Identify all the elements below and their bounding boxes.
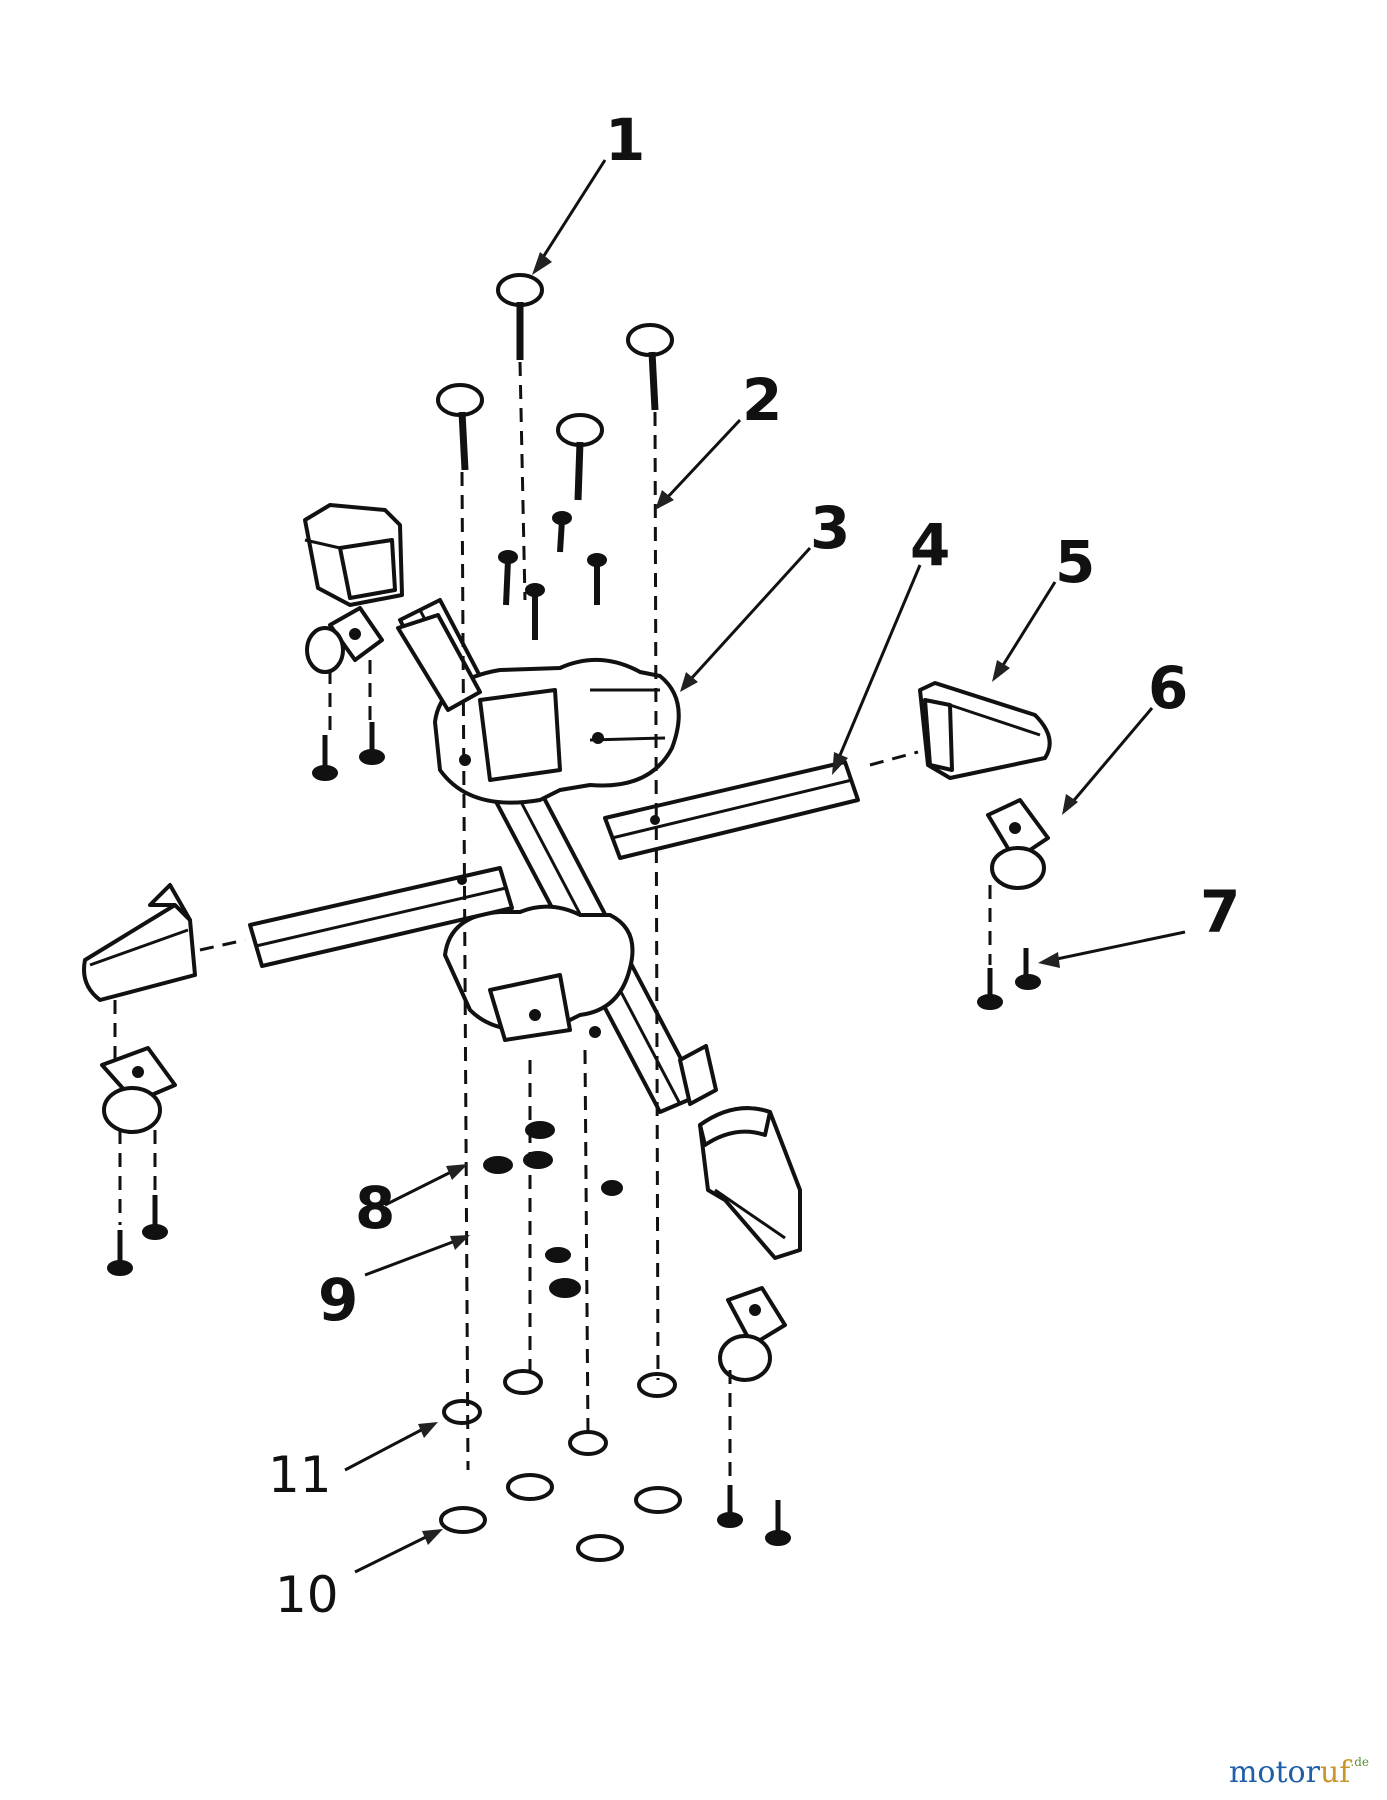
leg-cap-front bbox=[698, 1106, 802, 1260]
callout-7: 7 bbox=[1200, 878, 1240, 946]
leader-lines bbox=[344, 159, 1186, 1574]
callout-1: 1 bbox=[605, 106, 645, 174]
callout-3: 3 bbox=[810, 494, 850, 562]
long-screws bbox=[436, 273, 674, 501]
callout-10: 10 bbox=[275, 1566, 339, 1624]
leg-cap-right bbox=[918, 681, 1052, 780]
assembly-axes bbox=[113, 361, 992, 1480]
short-screws bbox=[498, 511, 607, 640]
callout-9: 9 bbox=[318, 1266, 358, 1334]
callout-4: 4 bbox=[910, 511, 950, 579]
upper-hub bbox=[433, 658, 681, 805]
caster-screws bbox=[107, 722, 1041, 1546]
callout-6: 6 bbox=[1148, 654, 1188, 722]
right-tube bbox=[603, 760, 860, 860]
watermark-logo: motoruf.de bbox=[1229, 1755, 1369, 1790]
upper-left-arm-stub bbox=[396, 613, 482, 712]
caster-right bbox=[986, 798, 1050, 890]
watermark-suffix: .de bbox=[1350, 1755, 1369, 1769]
callout-11: 11 bbox=[268, 1446, 332, 1504]
leg-cap-left bbox=[82, 883, 197, 1002]
caster-front bbox=[718, 1286, 787, 1382]
lower-hub bbox=[443, 904, 635, 1042]
callout-5: 5 bbox=[1055, 528, 1095, 596]
caster-back-left bbox=[305, 606, 384, 674]
watermark-part2: uf bbox=[1319, 1755, 1351, 1790]
callout-8: 8 bbox=[355, 1174, 395, 1242]
watermark-part1: motor bbox=[1228, 1755, 1320, 1790]
leg-cap-back-left bbox=[303, 503, 404, 607]
callout-2: 2 bbox=[742, 366, 782, 434]
caster-left bbox=[100, 1046, 177, 1134]
washers-and-nuts bbox=[439, 1121, 682, 1562]
